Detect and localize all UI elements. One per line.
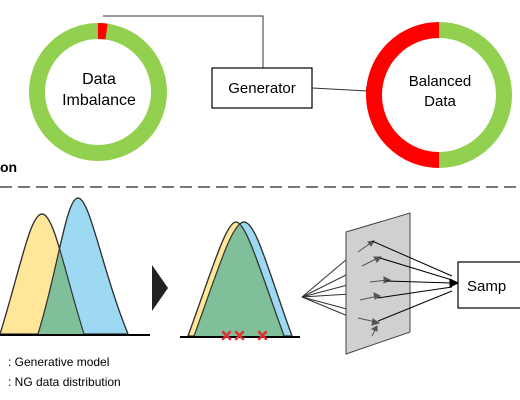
distribution-before [0,197,150,336]
section-heading-fragment: on [0,159,17,175]
sample-marker-1 [221,330,232,341]
sampler-box: Samp [457,261,520,309]
balanced-ring: Balanced Data [366,22,512,168]
generator-label: Generator [228,80,296,97]
ng-distribution-outline-before [37,197,129,335]
generator-to-balanced-arrow [311,87,374,95]
legend-generative-model: : Generative model [8,355,109,369]
legend-ng-distribution: : NG data distribution [8,375,121,389]
ring-to-generator-connector [103,15,264,68]
sample-marker-2 [234,330,245,341]
imbalance-ring: Data Imbalance [29,23,167,161]
balanced-ring-label-line1: Balanced [409,73,472,90]
generator-box: Generator [211,67,313,109]
distribution-after [180,221,300,341]
imbalance-ring-label-line2: Imbalance [62,92,136,109]
plane-to-sampler-arrows [371,240,460,322]
balanced-ring-label-line2: Data [424,93,456,110]
balanced-ring-minority-arc [366,22,440,168]
imbalance-ring-label-line1: Data [82,71,116,88]
imbalance-ring-minority-arc [97,23,108,40]
imbalance-ring-majority-arc [29,23,167,161]
projection-plane [345,212,411,355]
ng-distribution-outline-after [193,221,293,337]
generative-model-outline-before [0,213,85,335]
transition-arrow-icon [152,265,168,311]
balanced-ring-majority-arc [438,22,512,168]
sample-marker-3 [257,330,268,341]
generated-sample-markers [221,330,268,341]
generative-model-outline-after [187,221,285,337]
sampler-label: Samp [467,278,506,295]
overlap-region-after [194,222,284,336]
